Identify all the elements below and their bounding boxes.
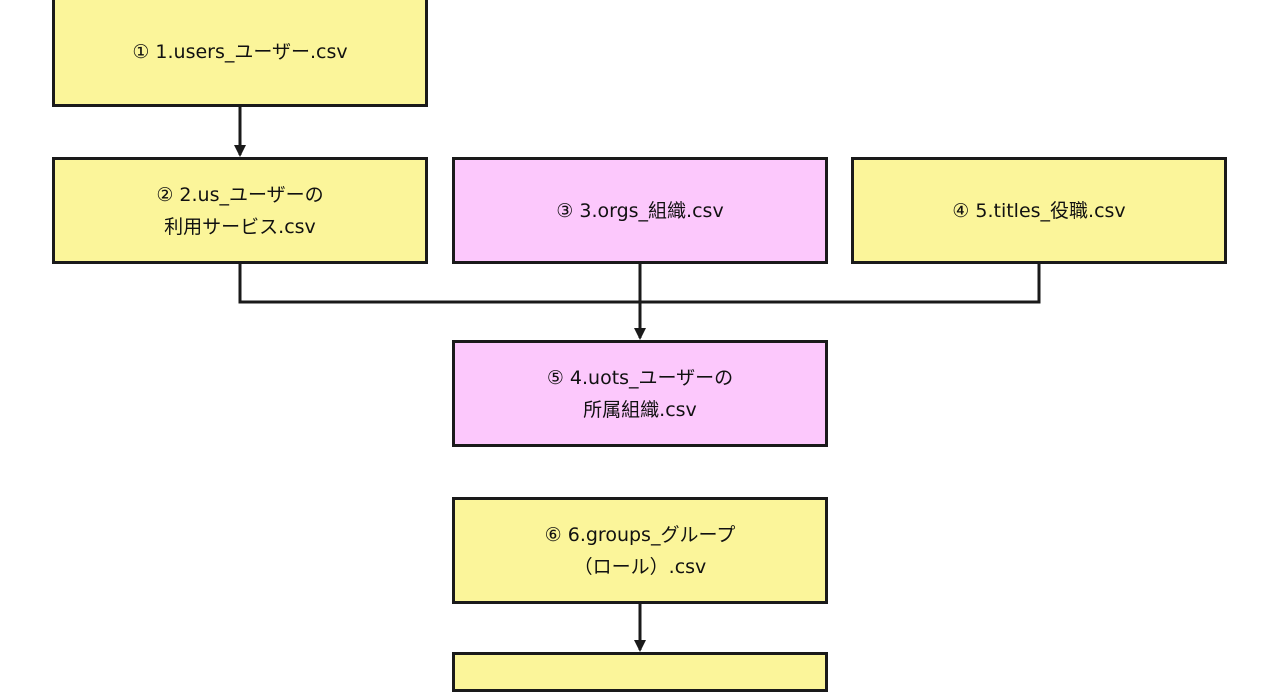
node-uots-csv: ⑤ 4.uots_ユーザーの 所属組織.csv — [452, 340, 828, 447]
node-uots-csv-label-line2: 所属組織.csv — [583, 398, 697, 421]
node-orgs-csv-label: ③ 3.orgs_組織.csv — [556, 199, 724, 222]
node-us-csv-label-line1: ② 2.us_ユーザーの — [156, 183, 324, 206]
node-titles-csv: ④ 5.titles_役職.csv — [851, 157, 1227, 264]
node-uots-csv-label-line1: ⑤ 4.uots_ユーザーの — [546, 366, 734, 389]
node-us-csv-label-line2: 利用サービス.csv — [164, 215, 316, 238]
node-orgs-csv: ③ 3.orgs_組織.csv — [452, 157, 828, 264]
flow-diagram: ① 1.users_ユーザー.csv ② 2.us_ユーザーの 利用サービス.c… — [52, 0, 1227, 692]
node-users-csv-label: ① 1.users_ユーザー.csv — [132, 41, 348, 63]
node-groups-csv-label-line1: ⑥ 6.groups_グループ — [544, 523, 736, 546]
node-us-csv: ② 2.us_ユーザーの 利用サービス.csv — [52, 157, 428, 264]
node-users-csv: ① 1.users_ユーザー.csv — [52, 0, 428, 107]
node-titles-csv-label: ④ 5.titles_役職.csv — [952, 199, 1126, 222]
node-groups-csv: ⑥ 6.groups_グループ （ロール）.csv — [452, 497, 828, 604]
node-groups-csv-label-line2: （ロール）.csv — [573, 555, 707, 578]
diagram-connectors — [234, 107, 1041, 652]
node-cutoff — [452, 652, 828, 692]
